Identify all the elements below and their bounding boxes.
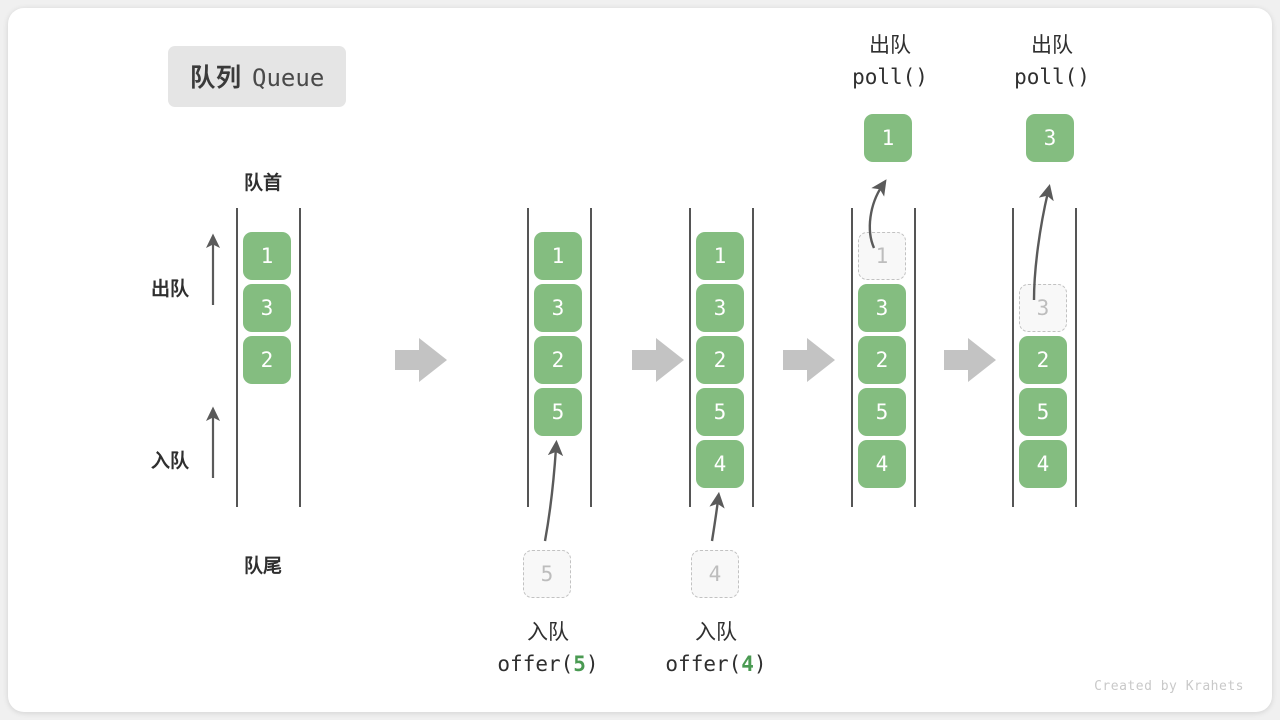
queue-cell: 5	[696, 388, 744, 436]
queue-cell: 3	[696, 284, 744, 332]
popped-element: 1	[864, 114, 912, 162]
diagram-stage: 队列 Queue 队首 队尾 出队 入队 1 3 2 1 3 2 5 5 入队 …	[8, 8, 1272, 712]
queue-cell: 4	[1019, 440, 1067, 488]
queue-cell: 2	[1019, 336, 1067, 384]
flow-arrow-4-5	[944, 338, 996, 382]
queue-rail-right-step-3	[752, 208, 754, 507]
operation-caption-poll-1: 出队 poll()	[820, 30, 960, 93]
queue-cell: 4	[858, 440, 906, 488]
operation-caption-function: poll()	[852, 64, 928, 89]
queue-rail-right-step-1	[299, 208, 301, 507]
queue-rail-right-step-2	[590, 208, 592, 507]
queue-cell: 5	[858, 388, 906, 436]
queue-cell: 3	[858, 284, 906, 332]
queue-cell: 5	[1019, 388, 1067, 436]
popped-element: 3	[1026, 114, 1074, 162]
queue-cell-removed: 3	[1019, 284, 1067, 332]
enqueue-label: 入队	[151, 451, 190, 472]
queue-cell: 2	[534, 336, 582, 384]
fn-prefix: offer(	[497, 651, 574, 676]
queue-rail-right-step-4	[914, 208, 916, 507]
flow-arrow-2-3	[632, 338, 684, 382]
operation-caption-function: poll()	[1014, 64, 1090, 89]
fn-arg: 5	[573, 651, 586, 676]
enqueue-arrow-5	[543, 439, 564, 542]
queue-cell: 2	[243, 336, 291, 384]
queue-cell: 4	[696, 440, 744, 488]
queue-cell: 2	[858, 336, 906, 384]
enqueue-arrow-4	[709, 491, 725, 542]
operation-caption-chinese: 入队	[527, 621, 569, 644]
fn-suffix: )	[585, 651, 599, 676]
fn-prefix: offer(	[665, 651, 742, 676]
operation-caption-chinese: 入队	[695, 621, 737, 644]
flow-arrow-3-4	[783, 338, 835, 382]
queue-cell-removed: 1	[858, 232, 906, 280]
queue-rail-right-step-5	[1075, 208, 1077, 507]
dequeue-label: 出队	[151, 279, 190, 300]
incoming-element: 5	[523, 550, 571, 598]
fn-arg: 4	[741, 651, 754, 676]
operation-caption-chinese: 出队	[1031, 34, 1073, 57]
diagram-card: 队列 Queue 队首 队尾 出队 入队 1 3 2 1 3 2 5 5 入队 …	[8, 8, 1272, 712]
queue-cell: 1	[696, 232, 744, 280]
queue-rail-left-step-5	[1012, 208, 1014, 507]
operation-caption-function: offer(4)	[616, 649, 816, 681]
queue-cell: 3	[534, 284, 582, 332]
queue-rail-left-step-2	[527, 208, 529, 507]
queue-rail-left-step-4	[851, 208, 853, 507]
queue-cell: 1	[243, 232, 291, 280]
queue-cell: 2	[696, 336, 744, 384]
fn-suffix: )	[753, 651, 767, 676]
diagram-title-badge: 队列 Queue	[168, 46, 347, 107]
queue-rail-left-step-1	[236, 208, 238, 507]
rear-label: 队尾	[244, 556, 283, 577]
arrow-layer	[205, 179, 1054, 542]
queue-rail-left-step-3	[689, 208, 691, 507]
operation-caption-offer-4: 入队 offer(4)	[616, 617, 816, 680]
queue-cell: 5	[534, 388, 582, 436]
queue-cell: 3	[243, 284, 291, 332]
operation-caption-offer-5: 入队 offer(5)	[448, 617, 648, 680]
incoming-element: 4	[691, 550, 739, 598]
watermark: Created by Krahets	[1094, 679, 1244, 694]
front-label: 队首	[244, 173, 283, 194]
operation-caption-function: offer(5)	[448, 649, 648, 681]
operation-caption-chinese: 出队	[869, 34, 911, 57]
title-chinese: 队列	[190, 64, 243, 92]
flow-arrow-1-2	[395, 338, 447, 382]
operation-caption-poll-3: 出队 poll()	[982, 30, 1122, 93]
title-english: Queue	[252, 64, 325, 92]
queue-cell: 1	[534, 232, 582, 280]
